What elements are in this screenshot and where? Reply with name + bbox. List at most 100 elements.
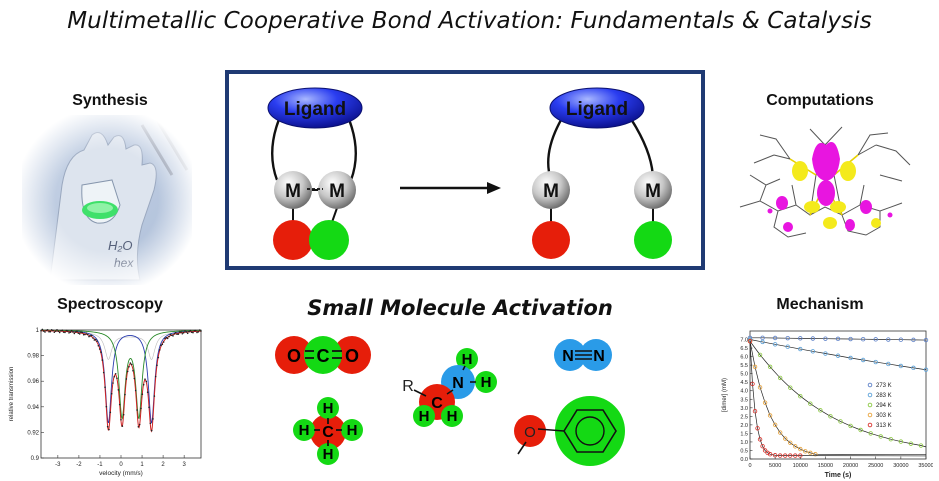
spectroscopy-data-point (44, 331, 46, 333)
co2-o2: O (345, 346, 359, 366)
mechanism-point-3-10 (798, 446, 803, 452)
spectroscopy-xtick-5: 2 (161, 462, 165, 468)
amine-h2: H (481, 374, 492, 391)
spectroscopy-data-point (165, 336, 168, 339)
spectroscopy-data-point (162, 341, 165, 343)
spectroscopy-data-point (70, 329, 73, 332)
mechanism-point-3-7 (782, 436, 788, 441)
spectroscopy-data-point (62, 331, 65, 333)
spectroscopy-data-point (158, 349, 161, 351)
mechanism-ytick-14: 7.0 (740, 338, 748, 344)
spectroscopy-data-point (84, 333, 86, 336)
mechanism-legend-label-3: 303 K (876, 413, 892, 419)
mechanism-point-2-11 (858, 427, 863, 433)
mechanism-ytick-12: 6.0 (740, 355, 748, 361)
spectroscopy-data-point (185, 331, 188, 333)
spectroscopy-data-point (153, 395, 156, 397)
mechanism-ytick-2: 1.0 (740, 440, 748, 446)
amine-molecule: H H N C H H R (402, 348, 497, 427)
spectroscopy-data-point (78, 333, 81, 335)
spectroscopy-data-point (92, 337, 94, 339)
spectroscopy-data-point (88, 335, 90, 338)
spectroscopy-xtick-0: -3 (55, 462, 61, 468)
mechanism-point-3-5 (772, 422, 778, 428)
spectroscopy-data-point (174, 331, 177, 334)
mechanism-point-2-5 (798, 393, 803, 399)
amine-r: R (402, 378, 414, 395)
mechanism-point-4-6 (762, 448, 768, 453)
spectroscopy-data-point (142, 383, 145, 386)
mechanism-xtick-3: 15000 (818, 463, 833, 469)
mechanism-xtick-4: 20000 (843, 463, 858, 469)
spectroscopy-xtick-6: 3 (182, 462, 186, 468)
mechanism-point-1-10 (873, 359, 878, 365)
spectroscopy-plot: relative transmission velocity (mm/s) 10… (9, 328, 202, 477)
mechanism-point-0-12 (898, 337, 904, 342)
spectroscopy-data-point (161, 343, 164, 346)
n2-n2: N (593, 348, 605, 365)
synthesis-photo: H₂O hex (22, 115, 192, 285)
spectroscopy-data-point (73, 332, 76, 335)
mechanism-point-2-4 (788, 385, 793, 390)
spectroscopy-ytick-5: 0.9 (31, 456, 40, 462)
mechanism-point-4-11 (782, 453, 788, 458)
mechanism-ytick-6: 3.0 (740, 406, 748, 412)
spectroscopy-data-point (132, 369, 134, 372)
spectroscopy-xtick-2: -1 (97, 462, 103, 468)
co2-o1: O (287, 346, 301, 366)
n2-n1: N (562, 348, 574, 365)
spectroscopy-data-point (89, 335, 92, 337)
spectroscopy-data-point (81, 331, 84, 334)
spectroscopy-data-point (46, 329, 49, 331)
mechanism-ylabel: [dimer] (mM) (722, 378, 728, 412)
spectroscopy-data-point (100, 351, 102, 353)
amine-h3: H (419, 408, 430, 425)
methane-h2: H (299, 422, 310, 439)
mechanism-point-4-3 (755, 426, 760, 431)
mechanism-point-1-4 (798, 346, 803, 352)
spectroscopy-data-point (192, 331, 194, 334)
spectroscopy-data-point (110, 392, 113, 395)
mechanism-point-1-5 (810, 349, 816, 354)
mechanism-point-0-10 (873, 337, 878, 342)
spectroscopy-data-point (101, 359, 104, 361)
spectroscopy-data-point (40, 329, 42, 332)
mechanism-point-0-8 (848, 336, 853, 342)
mechanism-point-3-6 (777, 430, 783, 435)
mechanism-xlabel: Time (s) (825, 472, 852, 479)
amine-h1: H (462, 351, 473, 368)
spectroscopy-data-point (90, 334, 93, 337)
mechanism-fit-line-2 (749, 341, 927, 448)
amine-n: N (452, 375, 464, 392)
spectroscopy-data-point (148, 406, 150, 409)
spectroscopy-data-point (184, 330, 186, 332)
spectroscopy-data-point (133, 377, 136, 380)
spectroscopy-data-point (117, 389, 120, 391)
spectroscopy-data-point (57, 330, 60, 333)
amine-h4: H (447, 408, 458, 425)
mechanism-point-0-6 (823, 336, 828, 341)
spectroscopy-data-point (109, 411, 112, 414)
mechanism-ytick-4: 2.0 (740, 423, 748, 429)
metal-label-3: M (543, 181, 559, 202)
spectroscopy-data-point (124, 393, 126, 396)
mechanism-point-3-12 (808, 450, 813, 456)
spectroscopy-data-point (102, 371, 105, 374)
mechanism-point-4-5 (760, 443, 765, 449)
spectroscopy-xlabel: velocity (mm/s) (99, 470, 143, 477)
mechanism-xtick-6: 30000 (893, 463, 908, 469)
spectroscopy-data-point (149, 422, 152, 425)
mechanism-point-0-9 (860, 336, 866, 342)
mechanism-point-0-11 (886, 337, 891, 342)
mechanism-point-3-8 (788, 440, 793, 445)
spectroscopy-data-point (52, 329, 54, 332)
mechanism-point-2-12 (868, 431, 873, 436)
spectroscopy-data-point (66, 330, 69, 332)
spectroscopy-data-point (200, 330, 202, 332)
spectroscopy-data-point (72, 331, 74, 333)
mechanism-fit-line-4 (749, 341, 927, 457)
spectroscopy-data-point (144, 378, 146, 380)
spectroscopy-data-point (80, 331, 82, 334)
phenyl-ether-molecule: O (514, 396, 625, 466)
spectroscopy-data-point (50, 329, 53, 331)
